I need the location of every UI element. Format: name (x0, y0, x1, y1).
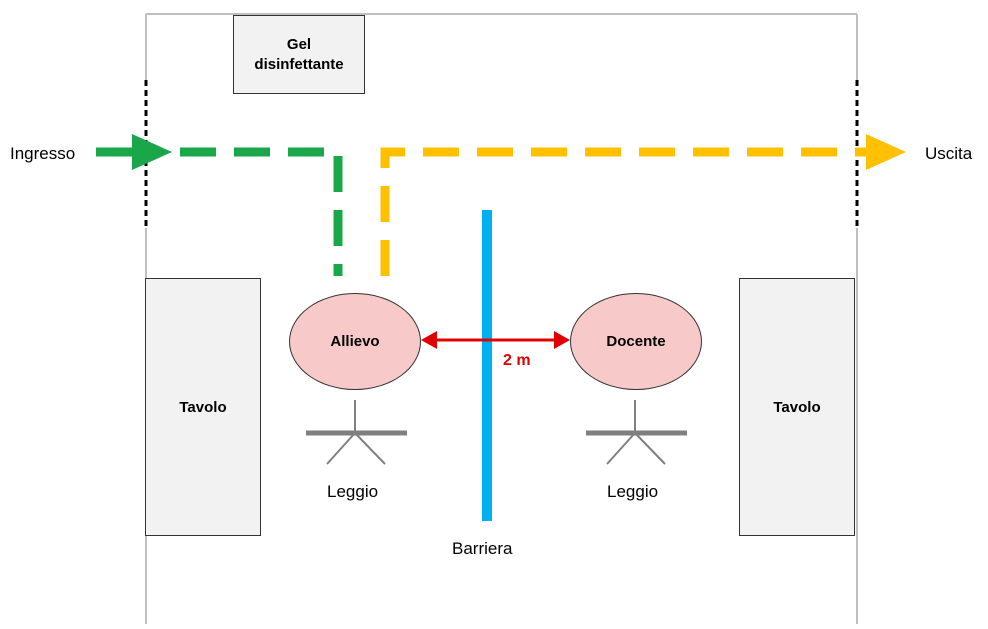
exit-path (380, 147, 870, 276)
student-label: Allievo (330, 333, 380, 350)
table-right-label: Tavolo (773, 398, 821, 416)
distance-arrow-left-head (421, 331, 437, 349)
lectern-right-icon (586, 400, 687, 465)
table-right: Tavolo (739, 278, 855, 536)
entrance-label: Ingresso (10, 144, 76, 163)
lectern-left-icon (306, 400, 407, 465)
table-left: Tavolo (145, 278, 261, 536)
exit-arrow-head (866, 134, 906, 170)
teacher-position: Docente (570, 293, 702, 390)
lectern-left-label: Leggio (327, 482, 379, 501)
barrier-label: Barriera (452, 539, 513, 558)
entry-arrow-head (132, 134, 172, 170)
student-position: Allievo (289, 293, 421, 390)
table-left-label: Tavolo (179, 398, 227, 416)
sanitizer-label-line1: Gel (286, 35, 312, 53)
teacher-label: Docente (606, 333, 666, 350)
sanitizer-box: Gel disinfettante (233, 15, 365, 94)
sanitizer-label-line2: disinfettante (254, 55, 344, 73)
distance-arrow-right-head (554, 331, 570, 349)
exit-label: Uscita (925, 144, 973, 163)
entry-path (180, 147, 343, 276)
lectern-right-label: Leggio (607, 482, 659, 501)
distance-label: 2 m (503, 352, 531, 369)
